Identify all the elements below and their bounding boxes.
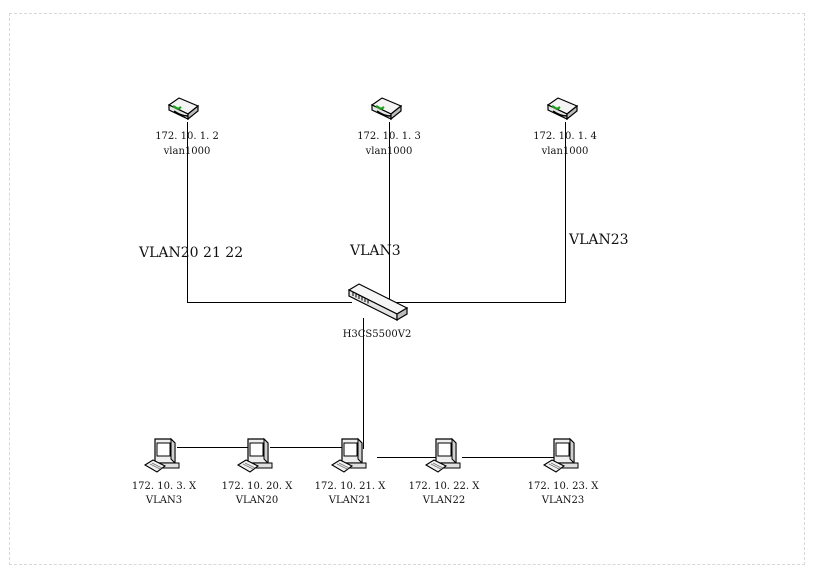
link-label-r2-core: VLAN3	[350, 243, 401, 259]
router-r1-vlan: vlan1000	[163, 146, 211, 157]
host-h20-ip: 172. 10. 20. X	[221, 481, 293, 492]
host-h3-vlan: VLAN3	[145, 495, 183, 506]
computer-icon	[330, 437, 367, 473]
router-icon	[167, 97, 200, 121]
router-r1[interactable]	[166, 96, 200, 128]
host-h20-vlan: VLAN20	[235, 495, 279, 506]
router-icon	[370, 97, 403, 121]
host-h22-vlan: VLAN22	[422, 495, 466, 506]
host-h20[interactable]	[236, 435, 276, 479]
computer-icon	[424, 437, 461, 473]
switch-icon	[347, 283, 409, 322]
host-h3-ip: 172. 10. 3. X	[131, 481, 197, 492]
router-r1-ip: 172. 10. 1. 2	[155, 131, 219, 142]
host-h22-ip: 172. 10. 22. X	[408, 481, 480, 492]
router-icon	[546, 97, 579, 121]
router-r2[interactable]	[369, 96, 403, 128]
link-label-r3-core: VLAN23	[569, 232, 629, 248]
link-r1-core	[187, 122, 352, 303]
computer-icon	[542, 437, 579, 473]
router-r3-vlan: vlan1000	[541, 146, 589, 157]
router-r3-ip: 172. 10. 1. 4	[533, 131, 597, 142]
page-border	[9, 13, 805, 565]
host-h3[interactable]	[143, 435, 183, 479]
host-h22[interactable]	[424, 435, 464, 479]
host-h23[interactable]	[542, 435, 582, 479]
link-label-r1-core: VLAN20 21 22	[139, 245, 244, 261]
router-r3[interactable]	[545, 96, 579, 128]
router-r2-vlan: vlan1000	[365, 146, 413, 157]
host-h21[interactable]	[330, 435, 370, 479]
host-h23-ip: 172. 10. 23. X	[527, 481, 599, 492]
host-h21-ip: 172. 10. 21. X	[314, 481, 386, 492]
host-h23-vlan: VLAN23	[541, 495, 585, 506]
link-r3-core	[396, 122, 566, 303]
core-switch[interactable]	[347, 282, 409, 326]
core-switch-label: H3CS5500V2	[342, 329, 412, 340]
computer-icon	[143, 437, 180, 473]
computer-icon	[236, 437, 273, 473]
router-r2-ip: 172. 10. 1. 3	[357, 131, 421, 142]
host-h21-vlan: VLAN21	[328, 495, 372, 506]
